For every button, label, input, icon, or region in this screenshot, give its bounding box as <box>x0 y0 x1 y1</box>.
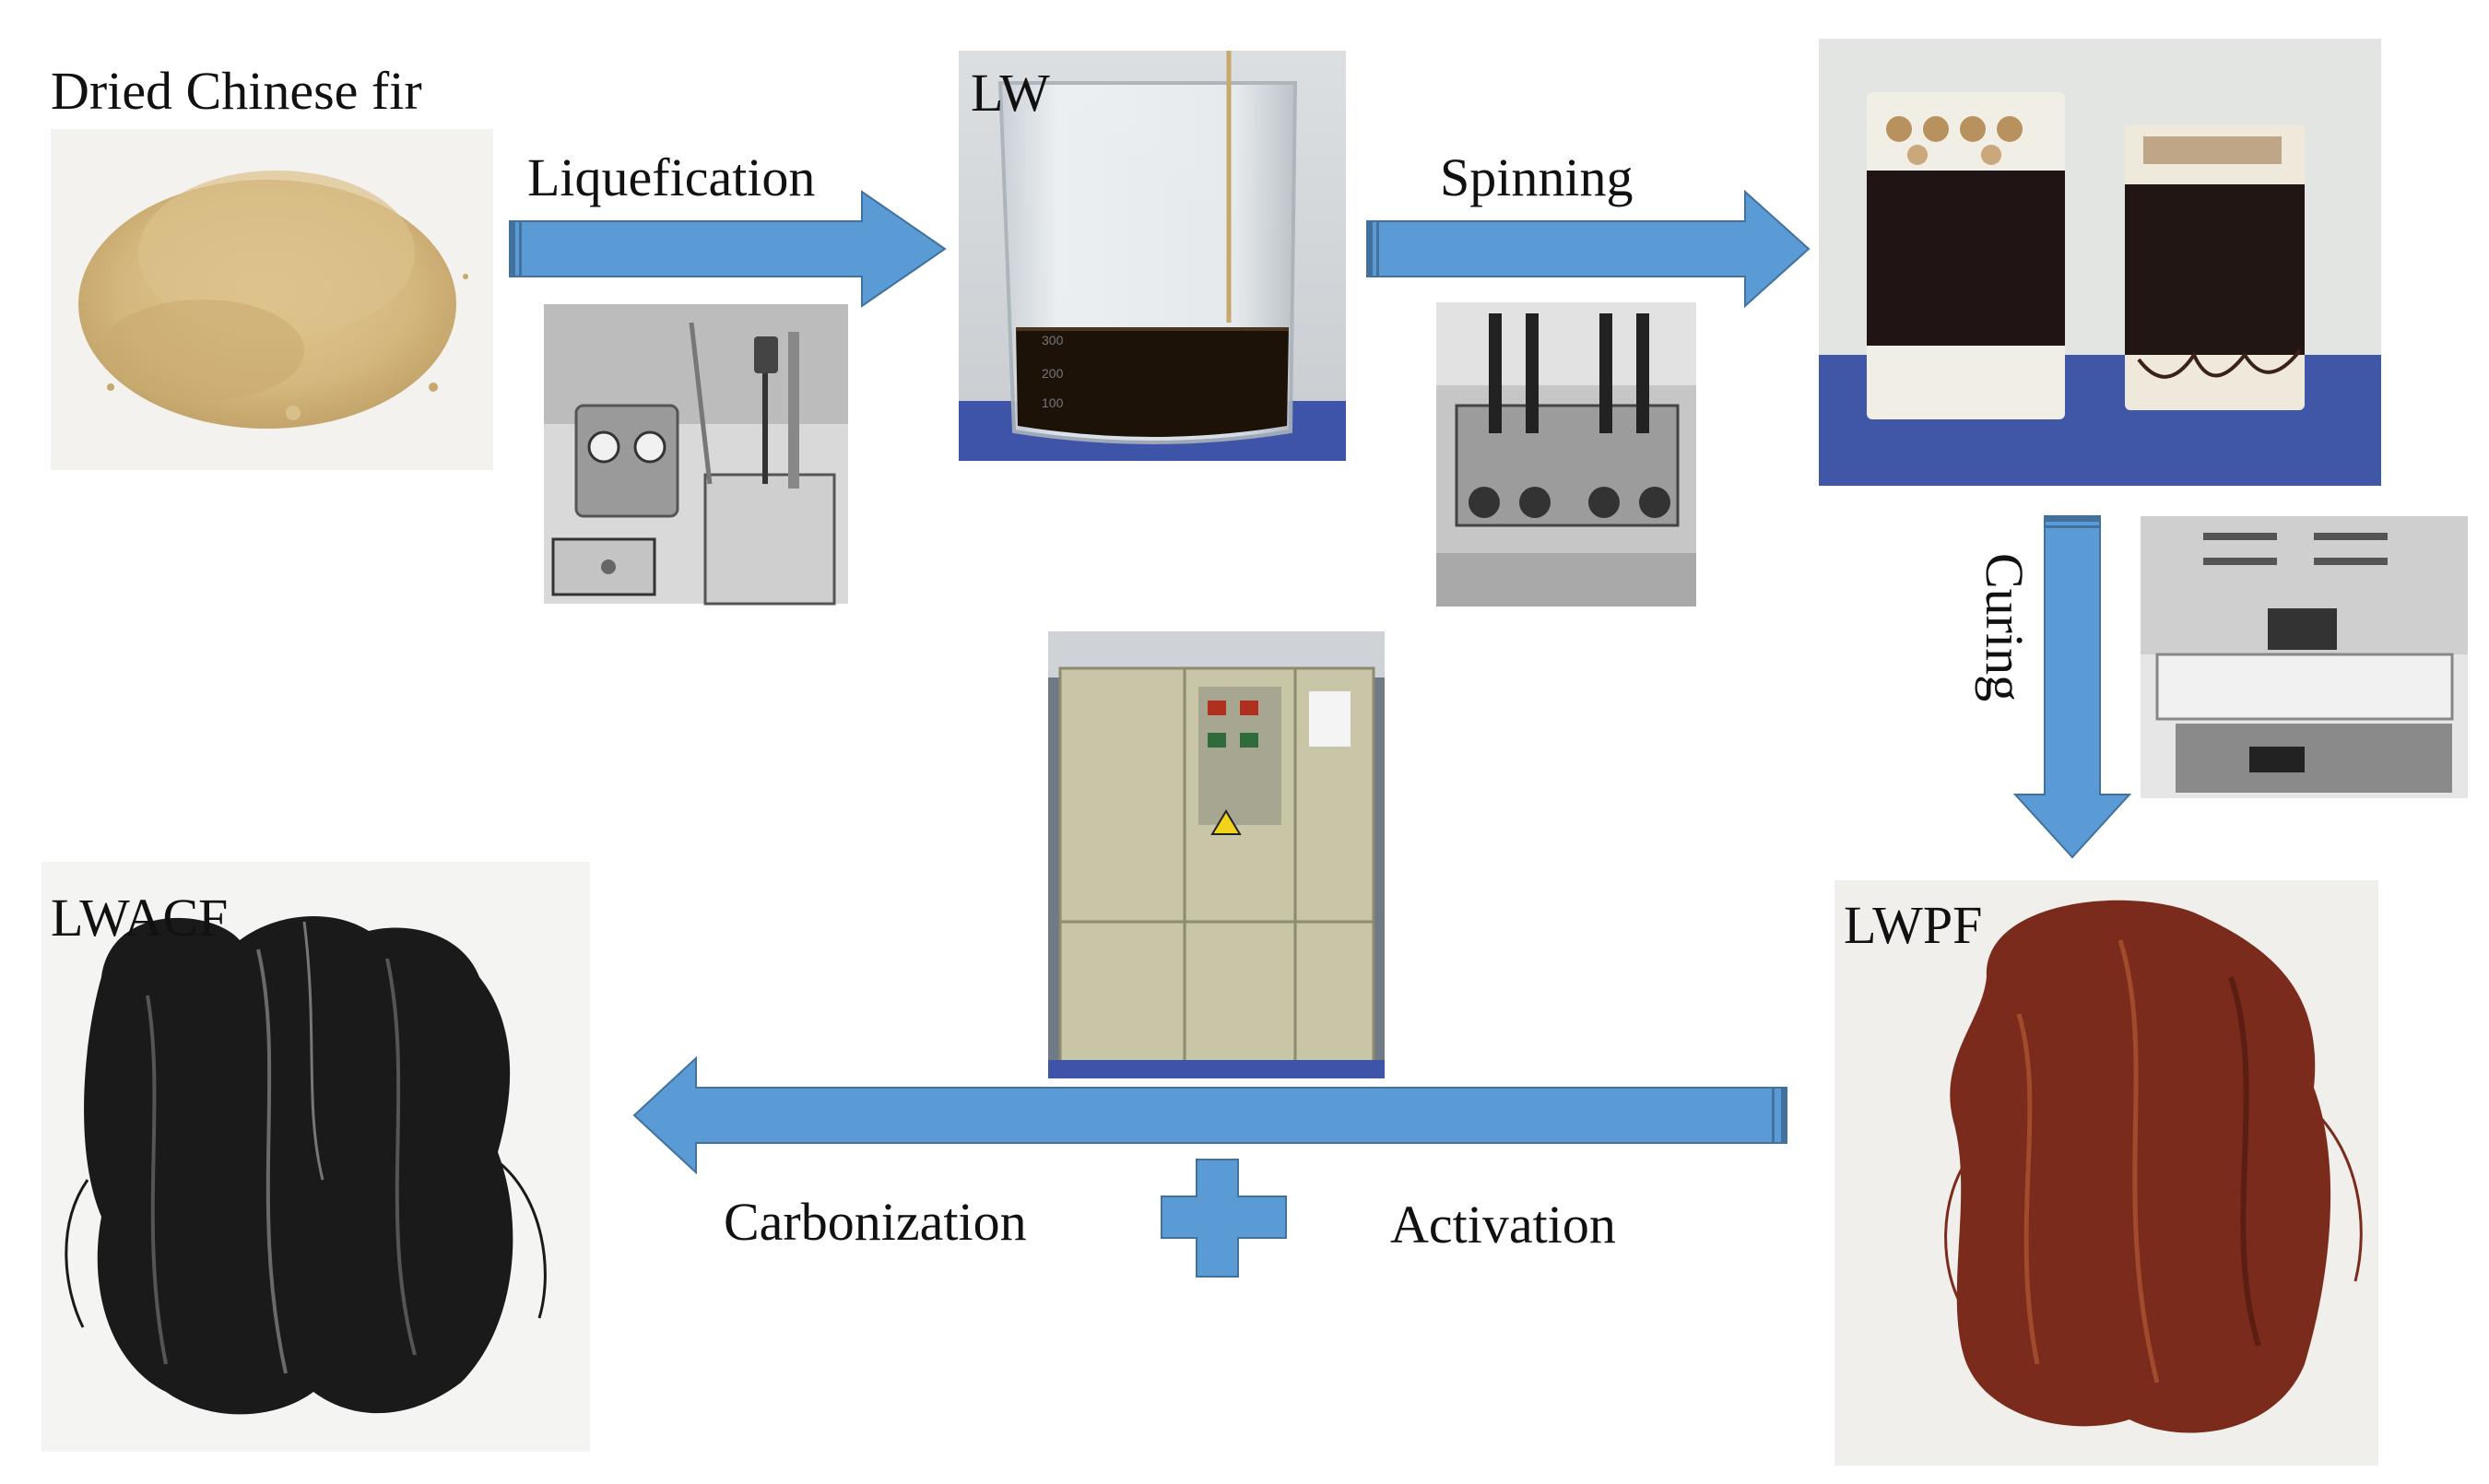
label-lwacf: LWACF <box>51 888 228 948</box>
arrow-curing <box>2012 515 2132 859</box>
reactor-photo <box>544 304 848 606</box>
label-dried-fir: Dried Chinese fir <box>51 61 422 121</box>
label-curing: Curing <box>1975 553 2035 701</box>
carbon-fiber-photo <box>41 862 590 1452</box>
beaker-photo: 300 200 100 <box>959 51 1346 461</box>
label-carbonization: Carbonization <box>724 1192 1027 1252</box>
svg-text:100: 100 <box>1042 395 1064 410</box>
svg-text:200: 200 <box>1042 366 1064 381</box>
arrow-carbonization-activation <box>632 1055 1787 1175</box>
curing-oven-photo <box>2141 516 2468 798</box>
label-lwpf: LWPF <box>1844 895 1982 955</box>
precursor-fiber-photo <box>1834 880 2378 1466</box>
label-activation: Activation <box>1390 1195 1616 1254</box>
furnace-cabinet-photo <box>1048 631 1385 1078</box>
label-lw: LW <box>971 63 1050 123</box>
arrow-liquefication <box>509 190 947 308</box>
spinning-machine-photo <box>1436 302 1696 607</box>
sawdust-photo <box>51 129 493 470</box>
arrow-spinning <box>1366 189 1811 309</box>
wound-fiber-photo <box>1819 39 2381 486</box>
label-liquefication: Liquefication <box>527 147 815 207</box>
plus-sign <box>1161 1159 1287 1278</box>
svg-text:300: 300 <box>1042 333 1064 347</box>
label-spinning: Spinning <box>1440 147 1634 207</box>
